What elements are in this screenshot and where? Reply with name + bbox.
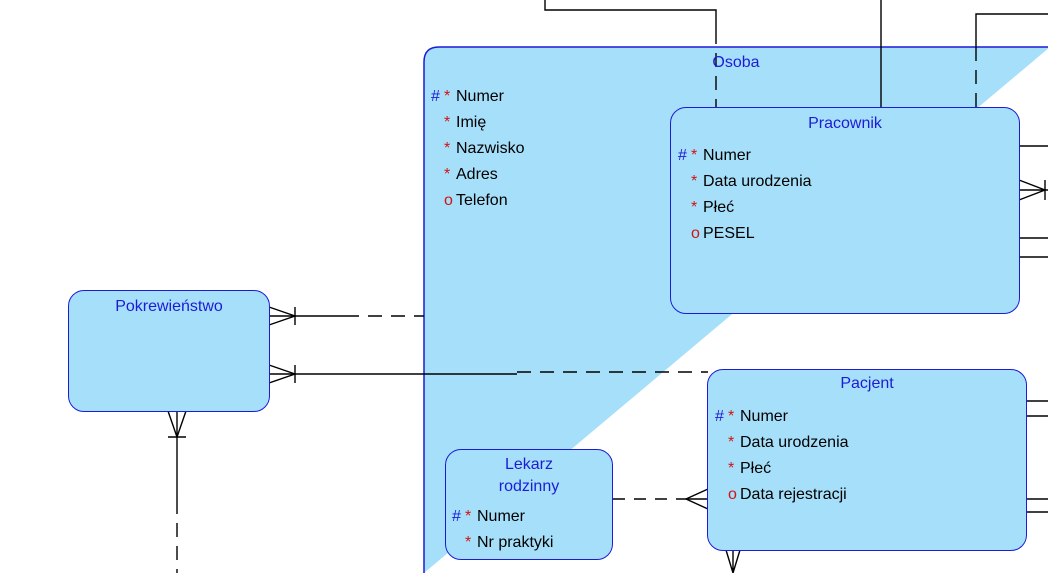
attribute-name: Telefon — [456, 192, 508, 209]
attribute-row[interactable]: * Płeć — [678, 198, 734, 217]
attribute-name: PESEL — [703, 225, 755, 242]
identifier-marker: # — [715, 408, 724, 425]
attribute-name: Płeć — [703, 199, 735, 216]
mandatory-marker: * — [465, 508, 472, 525]
attribute-name: Nr praktyki — [477, 534, 554, 551]
pacjent-entity[interactable]: Pacjent — [707, 369, 1027, 551]
attribute-name: Imię — [456, 114, 487, 131]
attribute-row[interactable]: * Nazwisko — [431, 139, 524, 158]
pokrewienstwo-entity[interactable]: Pokrewieństwo — [68, 290, 270, 412]
attribute-row[interactable]: * Data urodzenia — [715, 433, 849, 452]
identifier-marker: # — [431, 88, 440, 105]
mandatory-marker: * — [691, 147, 698, 164]
rel-pracownik-top-right-solid[interactable] — [975, 13, 1048, 47]
mandatory-marker: * — [444, 114, 451, 131]
lekarz-title-line-2: rodzinny — [498, 478, 560, 495]
rel-lekarz-pacjent-crowfoot — [684, 488, 709, 510]
attribute-name: Numer — [477, 508, 526, 525]
optional-marker: o — [691, 225, 700, 242]
pracownik-entity[interactable]: Pracownik — [670, 107, 1020, 314]
mandatory-marker: * — [465, 534, 472, 551]
mandatory-marker: * — [444, 88, 451, 105]
optional-marker: o — [444, 192, 453, 209]
attribute-name: Numer — [703, 147, 752, 164]
optional-marker: o — [728, 486, 737, 503]
attribute-row[interactable]: * Imię — [431, 113, 486, 132]
rel-pracownik-right-crowfoot[interactable] — [1018, 179, 1048, 201]
attribute-name: Data rejestracji — [740, 486, 847, 503]
pracownik-title: Pracownik — [808, 115, 882, 132]
attribute-name: Płeć — [740, 460, 772, 477]
attribute-name: Adres — [456, 166, 498, 183]
identifier-marker: # — [678, 147, 687, 164]
mandatory-marker: * — [444, 140, 451, 157]
rel-pokrewienstwo-lower-crowfoot — [268, 364, 298, 384]
attribute-name: Data urodzenia — [740, 434, 849, 451]
attribute-row[interactable]: * Nr praktyki — [452, 533, 553, 552]
attribute-identifier[interactable]: #* Numer — [678, 146, 751, 165]
attribute-row[interactable]: * Adres — [431, 165, 498, 184]
pokrewienstwo-title: Pokrewieństwo — [115, 298, 223, 315]
attribute-name: Numer — [740, 408, 789, 425]
lekarz-title-line-1: Lekarz — [504, 456, 554, 473]
attribute-name: Numer — [456, 88, 505, 105]
rel-pokrewienstwo-upper-crowfoot — [268, 306, 298, 326]
relationship-lines — [167, 0, 1048, 573]
attribute-name: Nazwisko — [456, 140, 525, 157]
lekarz-rodzinny-entity[interactable]: Lekarz rodzinny — [445, 449, 613, 560]
attribute-identifier[interactable]: #* Numer — [431, 87, 504, 106]
attribute-row[interactable]: * Płeć — [715, 459, 771, 478]
mandatory-marker: * — [691, 199, 698, 216]
rel-pracownik-top-left-solid[interactable] — [544, 0, 717, 30]
mandatory-marker: * — [728, 460, 735, 477]
rel-pacjent-down[interactable] — [725, 549, 741, 573]
identifier-marker: # — [452, 508, 461, 525]
osoba-title: Osoba — [712, 54, 760, 71]
attribute-identifier[interactable]: #* Numer — [452, 507, 525, 526]
mandatory-marker: * — [691, 173, 698, 190]
pacjent-title: Pacjent — [840, 375, 894, 392]
lekarz-rodzinny-title: Lekarz rodzinny — [446, 454, 612, 498]
attribute-name: Data urodzenia — [703, 173, 812, 190]
attribute-identifier[interactable]: #* Numer — [715, 407, 788, 426]
mandatory-marker: * — [728, 434, 735, 451]
mandatory-marker: * — [444, 166, 451, 183]
rel-pokrewienstwo-down-crowfoot — [167, 410, 187, 440]
mandatory-marker: * — [728, 408, 735, 425]
attribute-row[interactable]: * Data urodzenia — [678, 172, 812, 191]
